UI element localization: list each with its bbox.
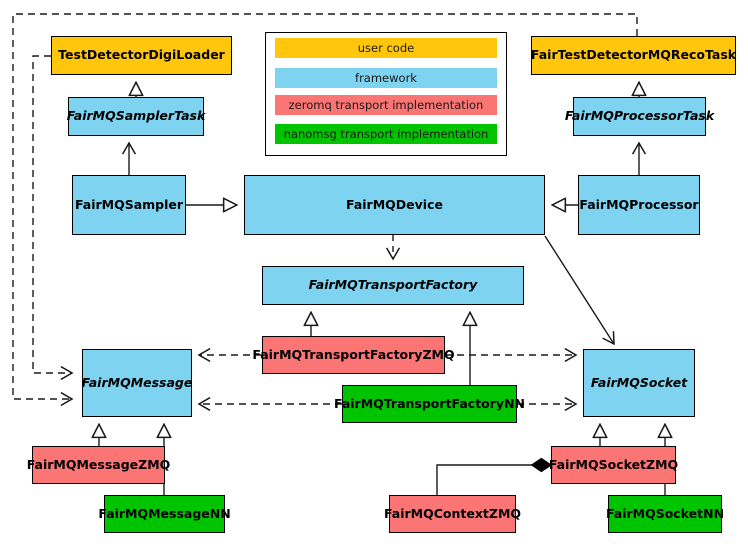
legend-item-zeromq: zeromq transport implementation — [275, 95, 497, 115]
edge-contextzmq-to-socketzmq — [436, 465, 551, 495]
class-node-fairmqtransportfactory[interactable]: FairMQTransportFactory — [262, 266, 524, 305]
edge-recotask-to-message — [12, 13, 638, 399]
edge-device-to-socket — [544, 235, 614, 344]
legend-item-user-code: user code — [275, 38, 497, 58]
class-node-fairmqsocketnn[interactable]: FairMQSocketNN — [606, 495, 724, 533]
class-node-fairmqprocessortask[interactable]: FairMQProcessorTask — [565, 97, 714, 136]
class-node-fairmqsamplertask[interactable]: FairMQSamplerTask — [67, 97, 205, 136]
class-node-fairmqsocketzmq[interactable]: FairMQSocketZMQ — [549, 446, 678, 484]
class-node-fairmqmessagenn[interactable]: FairMQMessageNN — [98, 495, 231, 533]
edge-digiloader-to-message — [32, 55, 72, 373]
legend-item-nanomsg: nanomsg transport implementation — [275, 124, 497, 144]
class-node-fairmqsampler[interactable]: FairMQSampler — [72, 175, 186, 235]
class-node-fairmqmessage[interactable]: FairMQMessage — [82, 349, 192, 417]
class-node-fairmqtransportfactorynn[interactable]: FairMQTransportFactoryNN — [334, 385, 525, 423]
class-node-fairmqdevice[interactable]: FairMQDevice — [244, 175, 545, 235]
class-node-fairmqsocket[interactable]: FairMQSocket — [583, 349, 695, 417]
class-node-fairmqcontextzmq[interactable]: FairMQContextZMQ — [384, 495, 521, 533]
class-node-fairtestdetectormqrecotask[interactable]: FairTestDetectorMQRecoTask — [531, 36, 736, 75]
legend-item-framework: framework — [275, 68, 497, 88]
class-node-fairmqtransportfactoryzmq[interactable]: FairMQTransportFactoryZMQ — [252, 336, 455, 374]
class-node-testdetectordigiloader[interactable]: TestDetectorDigiLoader — [51, 36, 232, 75]
class-node-fairmqmessagezmq[interactable]: FairMQMessageZMQ — [27, 446, 170, 484]
class-node-fairmqprocessor[interactable]: FairMQProcessor — [578, 175, 700, 235]
